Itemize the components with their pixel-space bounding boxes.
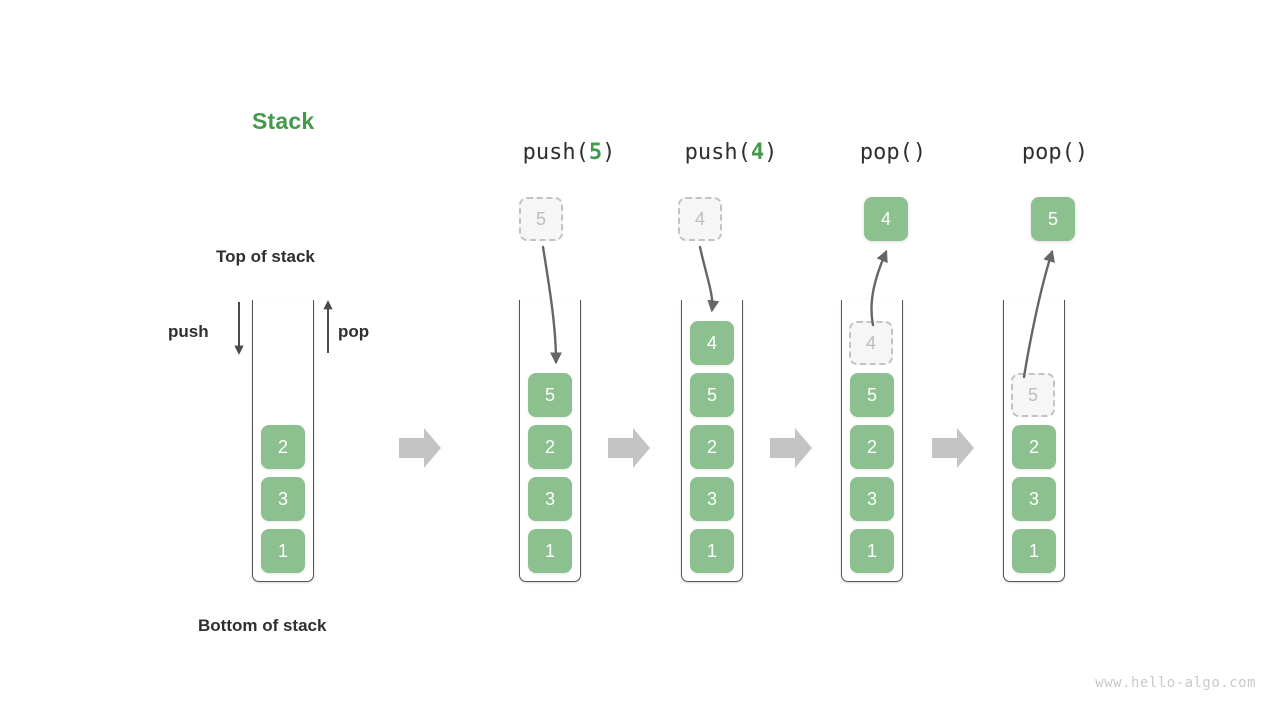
op-header-suffix: ) (912, 140, 927, 165)
stack-cell: 2 (528, 425, 572, 469)
stack-cell: 3 (261, 477, 305, 521)
stack-cell: 1 (690, 529, 734, 573)
op-header-pop-1: pop() (793, 140, 993, 165)
op-header-push-4: push(4) (631, 140, 831, 165)
op-header-arg: 4 (750, 140, 765, 165)
stack-cell: 3 (850, 477, 894, 521)
flow-arrow (932, 428, 974, 468)
stack-cell: 1 (528, 529, 572, 573)
stack-cell: 1 (261, 529, 305, 573)
label-bottom-of-stack: Bottom of stack (198, 616, 327, 635)
op-header-pop-2: pop() (955, 140, 1155, 165)
watermark: www.hello-algo.com (1095, 675, 1256, 691)
incoming-element-ghost: 4 (678, 197, 722, 241)
label-pop: pop (338, 322, 370, 341)
stack-cell: 2 (850, 425, 894, 469)
stack-cell: 5 (850, 373, 894, 417)
op-header-prefix: push( (684, 140, 751, 165)
diagram-title: Stack (252, 108, 315, 134)
op-header-suffix: ) (764, 140, 778, 165)
flow-arrow (770, 428, 812, 468)
op-header-suffix: ) (602, 140, 616, 165)
stack-cell: 3 (1012, 477, 1056, 521)
op-header-prefix: pop( (1021, 140, 1075, 165)
stack-cell: 3 (528, 477, 572, 521)
op-header-push-5: push(5) (469, 140, 669, 165)
stack-cell: 2 (1012, 425, 1056, 469)
flow-arrow (608, 428, 650, 468)
stack-cell: 1 (1012, 529, 1056, 573)
op-header-arg: 5 (588, 140, 603, 165)
popped-element: 5 (1031, 197, 1075, 241)
stack-cell: 4 (690, 321, 734, 365)
flow-arrow (399, 428, 441, 468)
stack-cell: 5 (690, 373, 734, 417)
incoming-element-ghost: 5 (519, 197, 563, 241)
op-header-prefix: pop( (859, 140, 913, 165)
popped-element: 4 (864, 197, 908, 241)
stack-cell: 2 (690, 425, 734, 469)
stack-cell: 2 (261, 425, 305, 469)
stack-cell: 3 (690, 477, 734, 521)
op-header-prefix: push( (522, 140, 589, 165)
vacated-slot-ghost: 5 (1011, 373, 1055, 417)
label-top-of-stack: Top of stack (216, 247, 315, 266)
stack-cell: 5 (528, 373, 572, 417)
op-header-suffix: ) (1074, 140, 1089, 165)
stack-cell: 1 (850, 529, 894, 573)
vacated-slot-ghost: 4 (849, 321, 893, 365)
label-push: push (168, 322, 209, 341)
